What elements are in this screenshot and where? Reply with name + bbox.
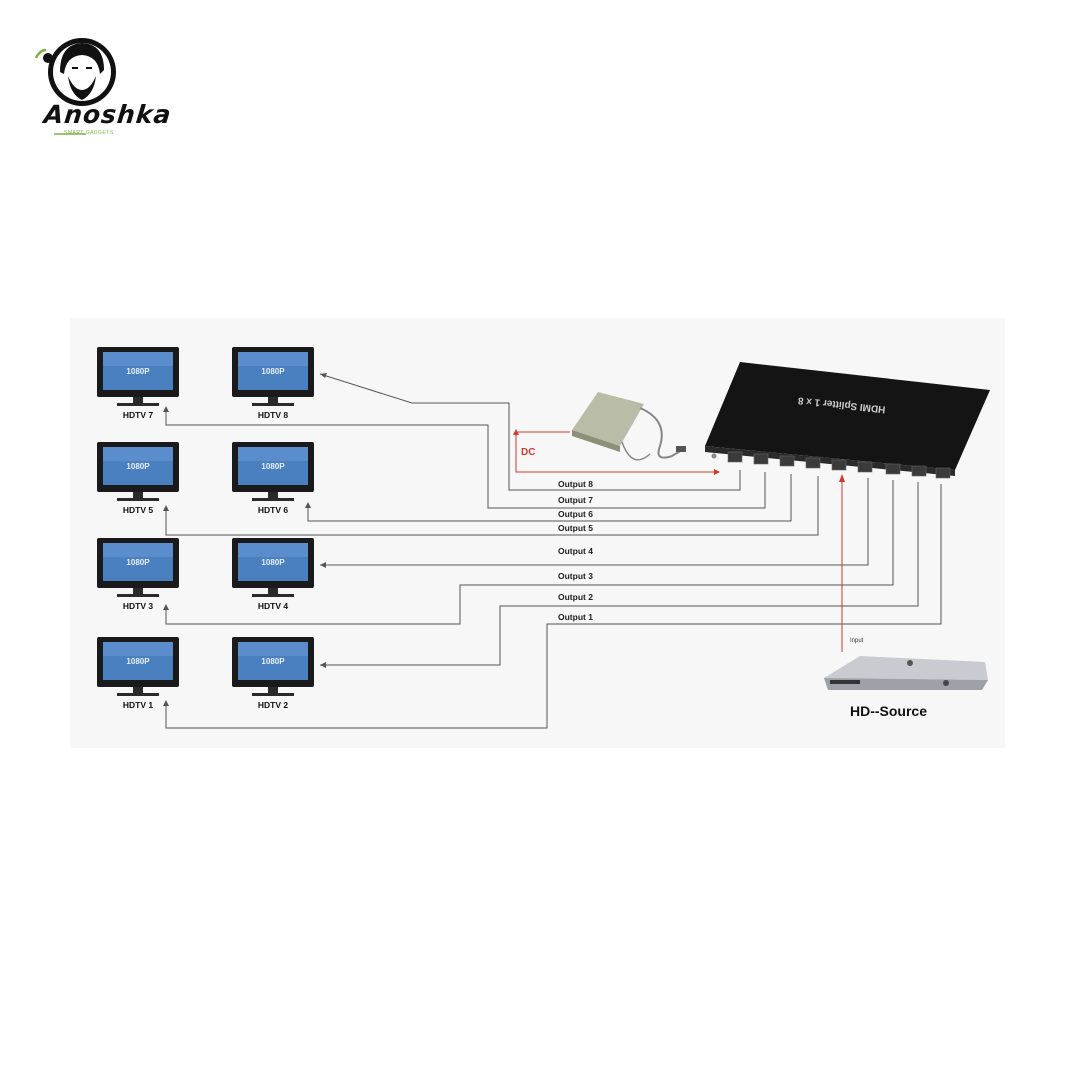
tv-stand (252, 693, 294, 696)
tv-screen-label: 1080P (126, 657, 150, 666)
tv-stand (117, 403, 159, 406)
tv-caption: HDTV 8 (258, 410, 289, 420)
tv-stand (252, 498, 294, 501)
tv-8: 1080P HDTV 8 (232, 347, 314, 420)
port (779, 455, 795, 467)
tv-1: 1080P HDTV 1 (97, 637, 179, 710)
tv-7: 1080P HDTV 7 (97, 347, 179, 420)
tv-stand (117, 594, 159, 597)
output-label-5: Output 5 (558, 523, 593, 533)
anoshka-logo (34, 38, 116, 135)
tv-stand (117, 498, 159, 501)
output-label-4: Output 4 (558, 546, 593, 556)
tv-screen-label: 1080P (261, 367, 285, 376)
tv-caption: HDTV 6 (258, 505, 289, 515)
tv-5: 1080P HDTV 5 (97, 442, 179, 515)
output-label-3: Output 3 (558, 571, 593, 581)
output-label-8: Output 8 (558, 479, 593, 489)
output-label-7: Output 7 (558, 495, 593, 505)
output-labels: Output 8 Output 7 Output 6 Output 5 Outp… (558, 479, 593, 622)
output-wires (163, 373, 942, 729)
tv-caption: HDTV 3 (123, 601, 154, 611)
port (885, 463, 901, 475)
port (911, 465, 927, 477)
tv-stand (252, 594, 294, 597)
tv-caption: HDTV 7 (123, 410, 154, 420)
brand-tagline: SMART GADGETS (64, 130, 114, 136)
tv-caption: HDTV 5 (123, 505, 154, 515)
output-label-1: Output 1 (558, 612, 593, 622)
port (753, 453, 769, 465)
tv-screen-label: 1080P (126, 558, 150, 567)
tv-screen-label: 1080P (261, 657, 285, 666)
output-label-6: Output 6 (558, 509, 593, 519)
tv-caption: HDTV 4 (258, 601, 289, 611)
tv-2: 1080P HDTV 2 (232, 637, 314, 710)
port (935, 467, 951, 479)
tv-group: 1080P HDTV 7 1080P HDTV 8 1080P HDTV 5 1080P HD… (97, 347, 314, 710)
input-label: Input (850, 638, 864, 644)
tv-stand (252, 403, 294, 406)
hdmi-splitter-box: HDMI Splitter 1 x 8 (705, 362, 990, 479)
tv-stand (117, 693, 159, 696)
tv-6: 1080P HDTV 6 (232, 442, 314, 515)
tv-4: 1080P HDTV 4 (232, 538, 314, 611)
tv-screen-label: 1080P (261, 462, 285, 471)
dc-label: DC (521, 447, 535, 458)
tv-screen-label: 1080P (261, 558, 285, 567)
hd-source-device (824, 656, 988, 690)
port (857, 461, 873, 473)
port (727, 451, 743, 463)
source-label: HD--Source (850, 703, 927, 719)
tv-screen-label: 1080P (126, 462, 150, 471)
tv-caption: HDTV 1 (123, 700, 154, 710)
port (831, 459, 847, 471)
power-adapter (572, 392, 686, 461)
port (805, 457, 821, 469)
output-label-2: Output 2 (558, 592, 593, 602)
tv-screen-label: 1080P (126, 367, 150, 376)
tv-3: 1080P HDTV 3 (97, 538, 179, 611)
tv-caption: HDTV 2 (258, 700, 289, 710)
